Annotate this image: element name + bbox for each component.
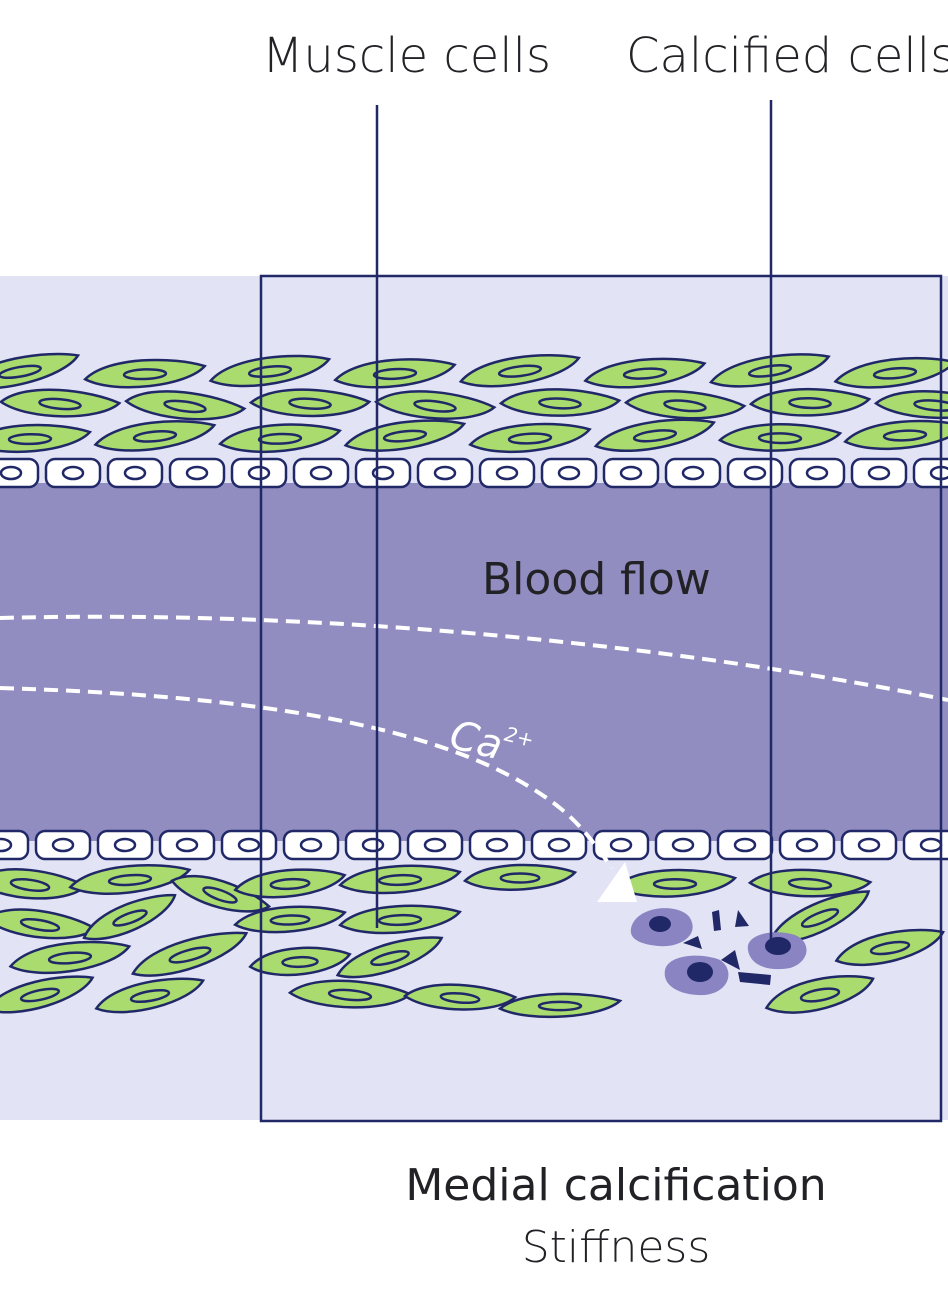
muscle-cell xyxy=(343,419,467,452)
endothelial-cell xyxy=(468,829,526,861)
endothelial-cell xyxy=(344,829,402,861)
muscle-cell xyxy=(583,357,707,389)
muscle-cell xyxy=(402,983,518,1011)
endothelial-cell xyxy=(220,829,278,861)
muscle-cell xyxy=(218,423,342,454)
endothelial-cell xyxy=(282,829,340,861)
muscle-cell xyxy=(130,931,249,977)
calcified-cells-label: Calcified cells xyxy=(626,28,948,84)
muscle-cell xyxy=(248,388,372,418)
muscle-cell xyxy=(747,868,873,898)
lumen xyxy=(0,483,948,841)
diagram-subtitle: Stiffness xyxy=(521,1222,711,1273)
flow-line-upper xyxy=(0,614,948,702)
endothelial-cell xyxy=(34,829,92,861)
endothelial-cell xyxy=(530,829,588,861)
muscle-cell xyxy=(93,420,217,452)
upper-muscle-layer xyxy=(0,352,948,454)
endothelial-cell xyxy=(106,457,164,489)
muscle-cell xyxy=(833,356,948,389)
muscle-cell xyxy=(462,863,578,891)
endothelial-cell xyxy=(902,829,948,861)
muscle-cell xyxy=(498,388,622,417)
muscle-cell xyxy=(82,894,177,941)
endothelial-cell xyxy=(416,457,474,489)
calcium-fragment xyxy=(721,950,740,970)
muscle-cell xyxy=(748,387,872,417)
endothelial-cell xyxy=(0,457,40,489)
flow-line-calcium xyxy=(0,686,614,870)
muscle-cell xyxy=(8,940,132,975)
muscle-cell xyxy=(233,868,347,899)
calcium-fragment xyxy=(712,910,721,931)
endothelial-cell xyxy=(850,457,908,489)
lower-muscle-layer xyxy=(0,863,945,1019)
muscle-cell xyxy=(124,390,247,421)
muscle-cell xyxy=(843,419,948,451)
endothelial-cell xyxy=(230,457,288,489)
endothelial-cell xyxy=(664,457,722,489)
muscle-cell xyxy=(873,389,948,420)
muscle-cell xyxy=(497,992,623,1019)
upper-endothelium xyxy=(0,457,948,489)
calcified-nucleus xyxy=(687,962,713,982)
muscle-cell xyxy=(233,905,347,934)
endothelial-cell xyxy=(354,457,412,489)
calcified-nucleus xyxy=(765,937,791,955)
muscle-cell xyxy=(208,354,332,388)
zoom-frame xyxy=(259,274,943,1123)
muscle-cell xyxy=(623,390,747,420)
endothelial-cell xyxy=(168,457,226,489)
endothelial-cell xyxy=(96,829,154,861)
muscle-cells-label: Muscle cells xyxy=(262,28,551,84)
muscle-cell xyxy=(0,423,93,454)
muscle-cell xyxy=(248,946,352,977)
endothelial-cell xyxy=(292,457,350,489)
endothelial-cell xyxy=(654,829,712,861)
endothelial-cell xyxy=(912,457,948,489)
muscle-cell xyxy=(0,975,95,1014)
muscle-cell xyxy=(0,352,81,390)
endothelial-cell xyxy=(726,457,784,489)
muscle-cell xyxy=(593,418,716,453)
endothelial-cell xyxy=(0,829,30,861)
muscle-cell xyxy=(373,390,497,420)
muscle-cell xyxy=(94,977,206,1014)
muscle-cell xyxy=(458,353,581,388)
muscle-cell xyxy=(0,388,122,418)
calcified-cells-cluster xyxy=(630,908,807,996)
calcified-nucleus xyxy=(649,916,671,932)
muscle-cell xyxy=(170,874,272,913)
endothelial-cell xyxy=(158,829,216,861)
endothelial-cell xyxy=(788,457,846,489)
endothelial-cell xyxy=(406,829,464,861)
endothelial-cell xyxy=(602,457,660,489)
muscle-cell xyxy=(68,863,192,895)
calcium-fragment xyxy=(738,972,771,985)
calcium-arrowhead xyxy=(597,862,637,902)
calcium-fragment xyxy=(683,936,702,949)
muscle-cell xyxy=(764,975,875,1014)
lower-endothelium xyxy=(0,829,948,861)
muscle-cell xyxy=(717,423,843,452)
muscle-cell xyxy=(612,868,738,898)
endothelial-cell xyxy=(478,457,536,489)
blood-flow-label: Blood flow xyxy=(482,554,711,605)
muscle-cell xyxy=(335,936,444,979)
endothelial-cell xyxy=(778,829,836,861)
endothelial-cell xyxy=(716,829,774,861)
muscle-cell xyxy=(333,358,457,389)
muscle-cell xyxy=(834,928,945,967)
endothelial-cell xyxy=(592,829,650,861)
endothelial-cell xyxy=(44,457,102,489)
muscle-cell xyxy=(338,904,462,935)
endothelial-cell xyxy=(840,829,898,861)
muscle-cell xyxy=(768,890,871,944)
muscle-cell xyxy=(83,358,207,389)
diagram-title: Medial calcification xyxy=(405,1160,827,1211)
calcium-fragment xyxy=(735,910,749,927)
muscle-cell xyxy=(468,422,592,454)
endothelial-cell xyxy=(540,457,598,489)
